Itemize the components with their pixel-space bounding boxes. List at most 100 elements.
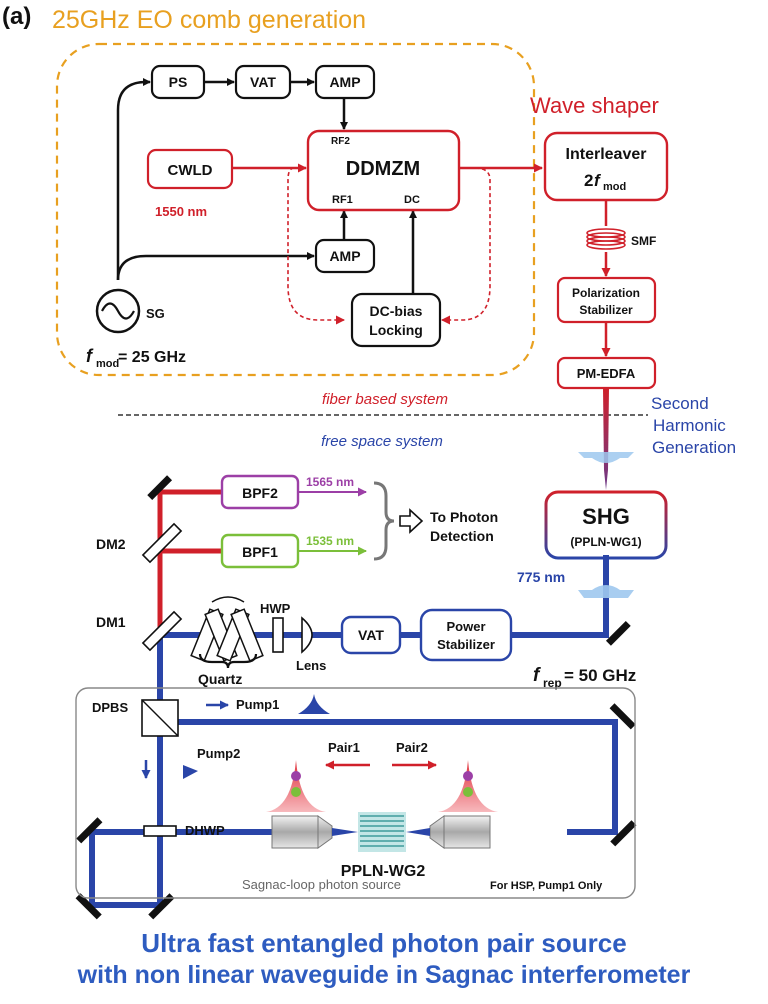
sg-label: SG xyxy=(146,306,165,321)
polarization-stabilizer-box: Polarization Stabilizer xyxy=(556,276,657,324)
photon-cone-left-icon xyxy=(266,760,326,812)
amp-top-box: AMP xyxy=(314,64,376,100)
ddmzm-box: RF2 DDMZM RF1 DC xyxy=(306,129,461,212)
power-stab-label-1: Power xyxy=(446,619,485,634)
pair2-label: Pair2 xyxy=(396,740,428,755)
smf-coil-icon xyxy=(586,228,626,250)
dm2-label: DM2 xyxy=(96,536,126,552)
ppln-wg2-label: PPLN-WG2 xyxy=(341,863,426,880)
pair1-label: Pair1 xyxy=(328,740,360,755)
ppln-wg2-chip xyxy=(358,812,406,852)
ps-label: PS xyxy=(169,74,188,90)
objective-left-icon xyxy=(271,815,333,849)
mirror-shg-right xyxy=(605,620,631,646)
rf2-label: RF2 xyxy=(331,136,350,147)
mirror-top-left xyxy=(147,475,173,501)
mirror-loop-left-lower xyxy=(75,893,102,920)
amp-top-label: AMP xyxy=(329,74,360,90)
svg-text:mod: mod xyxy=(96,358,119,370)
signal-generator-icon xyxy=(95,288,141,334)
pm-edfa-box: PM-EDFA xyxy=(556,356,657,390)
red-beam-to-shg xyxy=(603,388,609,490)
amp-bottom-label: AMP xyxy=(329,248,360,264)
detection-label-2: Detection xyxy=(430,528,494,544)
electrical-lines xyxy=(116,78,417,294)
bpf2-wavelength: 1565 nm xyxy=(306,475,354,489)
caption-line-1: Ultra fast entangled photon pair source xyxy=(141,928,626,958)
quartz-label: Quartz xyxy=(198,671,242,687)
svg-text:= 50 GHz: = 50 GHz xyxy=(564,666,636,685)
hwp-plate xyxy=(272,617,284,653)
dichroic-mirror-dm1 xyxy=(141,610,183,652)
pump2-label: Pump2 xyxy=(197,746,240,761)
lens-below-shg-icon xyxy=(578,585,634,598)
panel-label: (a) xyxy=(2,3,31,30)
mirror-loop-top-right xyxy=(609,703,636,730)
dc-bias-label-1: DC-bias xyxy=(370,303,423,319)
red-beams xyxy=(157,489,225,638)
mirrors xyxy=(75,475,637,920)
eo-comb-title: 25GHz EO comb generation xyxy=(52,6,366,34)
photon-cone-right-icon xyxy=(438,760,498,812)
objective-right-icon xyxy=(429,815,491,849)
vat-top-label: VAT xyxy=(250,74,276,90)
quartz-brace xyxy=(198,653,258,669)
svg-text:= 25 GHz: = 25 GHz xyxy=(118,349,186,366)
mirror-loop-left-upper xyxy=(76,817,103,844)
quartz-rotation-arc xyxy=(211,596,245,603)
svg-text:mod: mod xyxy=(603,181,626,193)
hwp-label: HWP xyxy=(260,601,291,616)
lens-label: Lens xyxy=(296,658,326,673)
lens-icon xyxy=(301,616,313,654)
ps-box: PS xyxy=(150,64,206,100)
focus-beam-left xyxy=(332,828,358,836)
eo-comb-region xyxy=(55,42,536,377)
free-space-system-label: free space system xyxy=(321,433,443,450)
detection-arrow-icon xyxy=(399,508,424,534)
svg-text:2: 2 xyxy=(584,171,593,190)
svg-text:rep: rep xyxy=(543,676,562,690)
red-dashed-feedback xyxy=(287,167,491,325)
bpf2-box: BPF2 xyxy=(220,474,300,510)
dc-bias-label-2: Locking xyxy=(369,322,423,338)
mirror-loop-bottom-mid xyxy=(148,893,175,920)
dpbs-cube xyxy=(141,699,179,737)
vat-label: VAT xyxy=(358,627,384,643)
smf-label: SMF xyxy=(631,234,656,248)
bpf2-label: BPF2 xyxy=(242,485,278,501)
pm-edfa-label: PM-EDFA xyxy=(577,366,636,381)
power-stab-label-2: Stabilizer xyxy=(437,637,495,652)
cwld-label: CWLD xyxy=(168,162,213,179)
pol-stab-label-1: Polarization xyxy=(572,286,640,300)
interleaver-box: Interleaver 2 f mod xyxy=(543,131,669,202)
dpbs-label: DPBS xyxy=(92,700,128,715)
wave-shaper-title: Wave shaper xyxy=(530,93,659,118)
cwld-box: CWLD xyxy=(146,148,234,190)
ddmzm-label: DDMZM xyxy=(346,158,420,180)
sagnac-loop-label: Sagnac-loop photon source xyxy=(242,877,401,892)
mirror-loop-bottom-right xyxy=(610,820,637,847)
shg-text-line2: Harmonic xyxy=(653,416,726,435)
hsp-note: For HSP, Pump1 Only xyxy=(490,880,603,892)
amp-bottom-box: AMP xyxy=(314,238,376,274)
wavelength-1550: 1550 nm xyxy=(155,204,207,219)
svg-text:f: f xyxy=(533,665,541,686)
shg-text-line3: Generation xyxy=(652,438,736,457)
interleaver-label: Interleaver xyxy=(566,146,647,163)
curly-brace xyxy=(373,481,395,561)
pump1-label: Pump1 xyxy=(236,697,279,712)
pump1-pulse-icon xyxy=(298,694,330,714)
svg-text:f: f xyxy=(86,346,94,366)
shg-box: SHG (PPLN-WG1) xyxy=(544,490,668,560)
dm1-label: DM1 xyxy=(96,614,126,630)
fiber-system-label: fiber based system xyxy=(322,391,448,408)
two-fmod-label: 2 f mod xyxy=(584,171,626,193)
shg-title: SHG xyxy=(582,504,630,529)
dhwp-plate xyxy=(143,825,177,837)
quartz-plates-icon xyxy=(190,608,264,662)
vat-top-box: VAT xyxy=(234,64,292,100)
bpf1-label: BPF1 xyxy=(242,544,278,560)
dc-bias-box: DC-bias Locking xyxy=(350,292,442,348)
sagnac-loop-region xyxy=(75,687,636,899)
bpf1-box: BPF1 xyxy=(220,533,300,569)
